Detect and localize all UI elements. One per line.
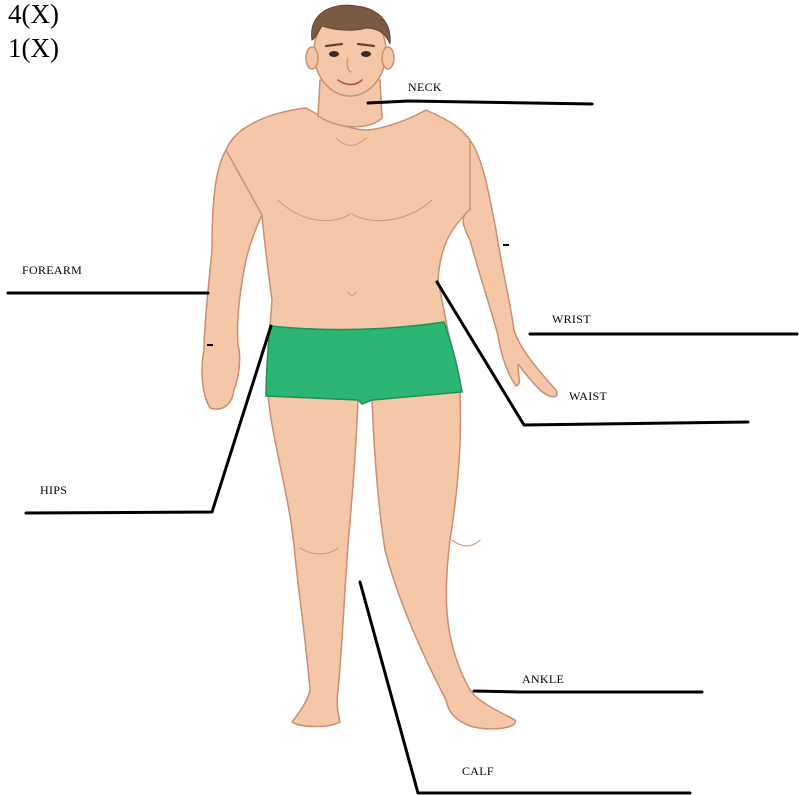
score-mark: 1(X) [8,35,59,62]
ankle-leader-line [474,691,702,692]
label-wrist: WRIST [552,312,591,327]
neck-leader-line [368,101,592,104]
right-leg [372,392,516,729]
label-ankle: ANKLE [522,672,564,687]
label-forearm: FOREARM [22,263,82,278]
label-waist: WAIST [569,389,607,404]
left-ear [306,47,318,69]
green-shorts [266,322,462,404]
right-arm [463,140,557,397]
score-mark: 4(X) [8,1,59,28]
right-ear [382,47,394,69]
label-hips: HIPS [40,483,67,498]
left-leg [268,395,358,727]
label-neck: NECK [408,80,442,95]
label-calf: CALF [462,764,494,779]
